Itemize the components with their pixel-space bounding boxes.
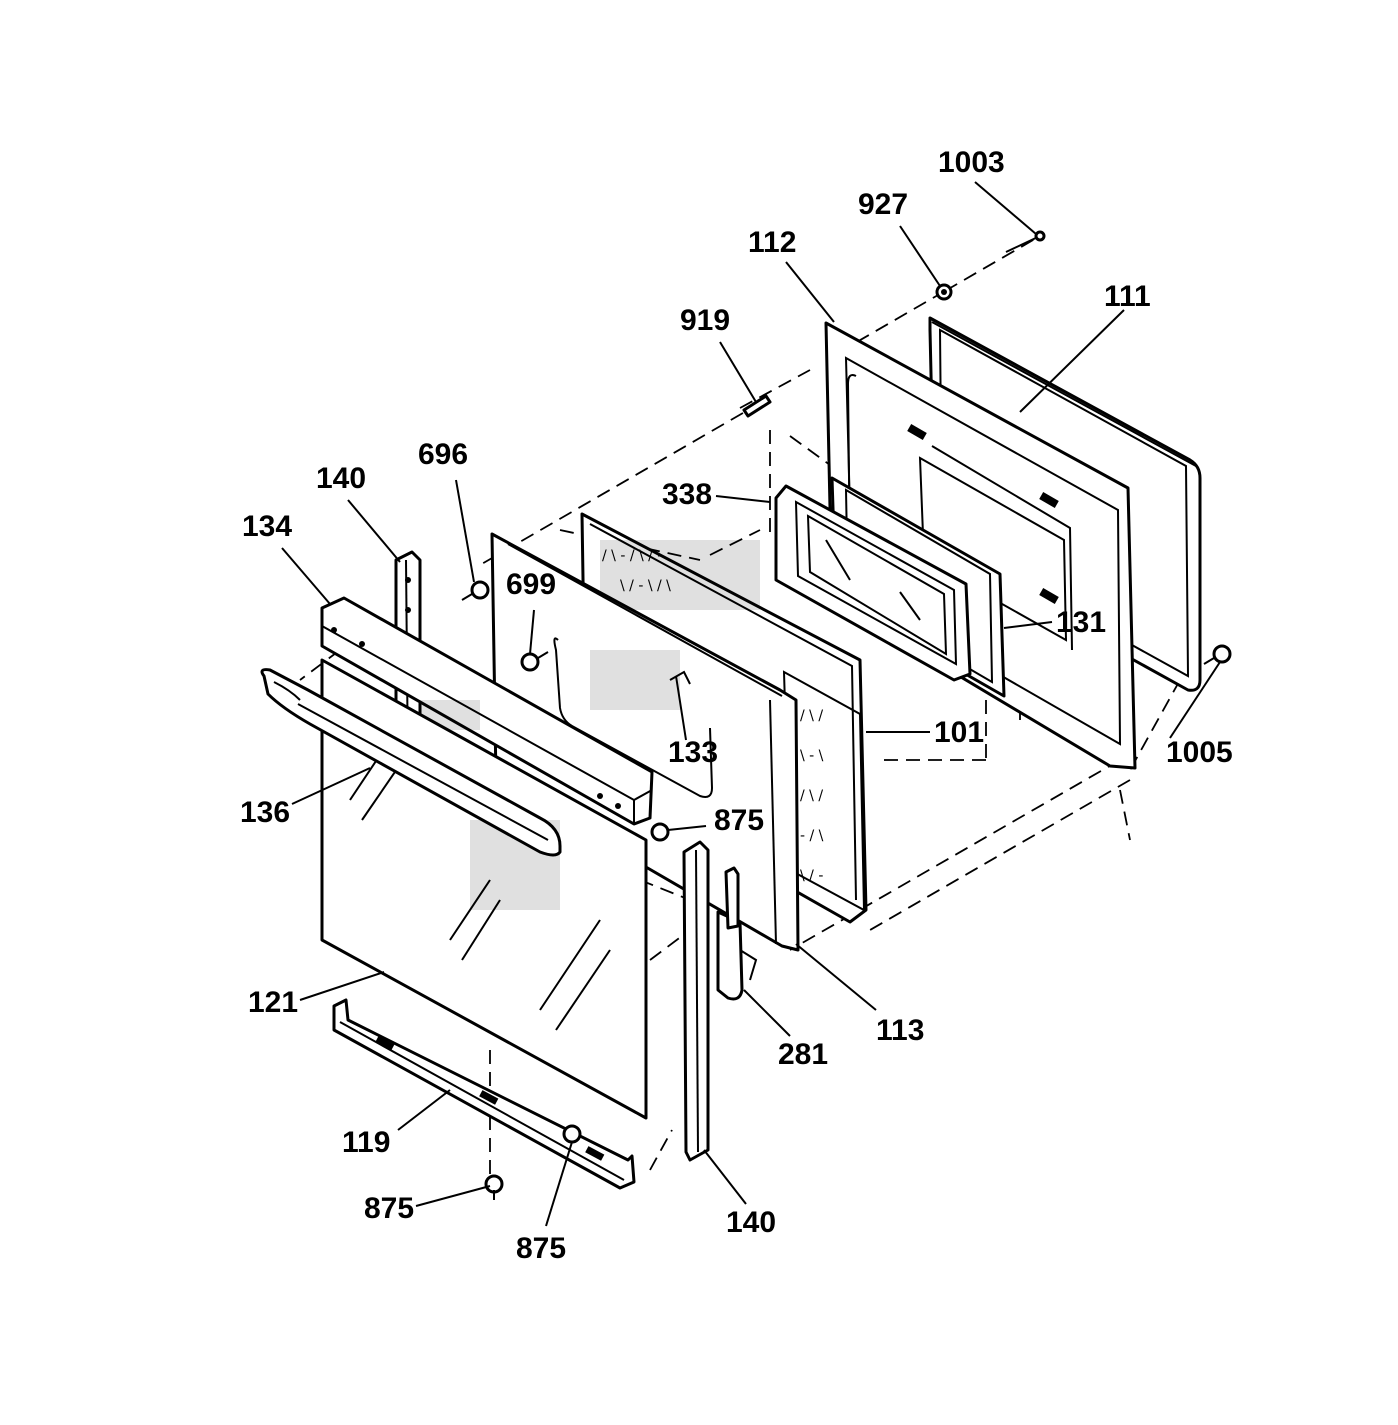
part-338-window-glass [774,484,972,682]
label-699: 699 [506,568,556,601]
svg-text:/ \ /: / \ / [800,788,823,804]
label-140-top: 140 [316,462,366,495]
svg-text:- / \: - / \ [800,828,824,844]
label-875-bottom-left: 875 [364,1192,414,1225]
label-338: 338 [662,478,712,511]
leader-lines [281,181,1221,1227]
svg-text:/ \ - / \ / -: / \ - / \ / - [602,548,662,564]
svg-text:\ - \: \ - \ [800,748,824,764]
label-927: 927 [858,188,908,221]
part-119-bottom-trim [332,998,636,1190]
part-281-hinge [716,866,758,1001]
label-140-bottom: 140 [726,1206,776,1239]
screw-875-bottom [562,1124,582,1144]
label-112: 112 [748,226,796,259]
washer-927 [935,283,953,301]
label-919: 919 [680,304,730,337]
label-134: 134 [242,510,292,543]
part-134-handle-bracket [320,596,654,826]
svg-text:\ / - \ / \: \ / - \ / \ [620,578,671,594]
screw-1005 [1203,644,1232,665]
fasteners [461,230,1232,1200]
screw-1003 [1005,230,1046,253]
insulation-pattern: / \ - / \ / - \ / - \ / \ / \ / \ - \ / … [602,548,824,884]
label-131: 131 [1056,606,1106,639]
label-101: 101 [934,716,984,749]
label-1003: 1003 [938,146,1005,179]
label-136: 136 [240,796,290,829]
label-121: 121 [248,986,298,1019]
label-281: 281 [778,1038,828,1071]
screw-875-bottom-left [484,1174,504,1200]
part-136-door-handle [260,668,562,857]
screw-696 [461,580,490,601]
stud-919 [742,394,772,418]
label-133: 133 [668,736,718,769]
label-875-bottom: 875 [516,1232,566,1265]
part-labels: 1003 927 112 111 919 696 140 134 338 699… [240,146,1233,1265]
part-140-side-trim-right [682,840,710,1162]
svg-text:/ \ /: / \ / [800,708,823,724]
svg-text:\ / -: \ / - [800,868,823,884]
label-875-mid: 875 [714,804,764,837]
label-113: 113 [876,1014,924,1047]
screw-875-mid [650,822,670,842]
label-119: 119 [342,1126,390,1159]
label-111: 111 [1104,280,1151,313]
label-1005: 1005 [1166,736,1233,769]
label-696: 696 [418,438,468,471]
